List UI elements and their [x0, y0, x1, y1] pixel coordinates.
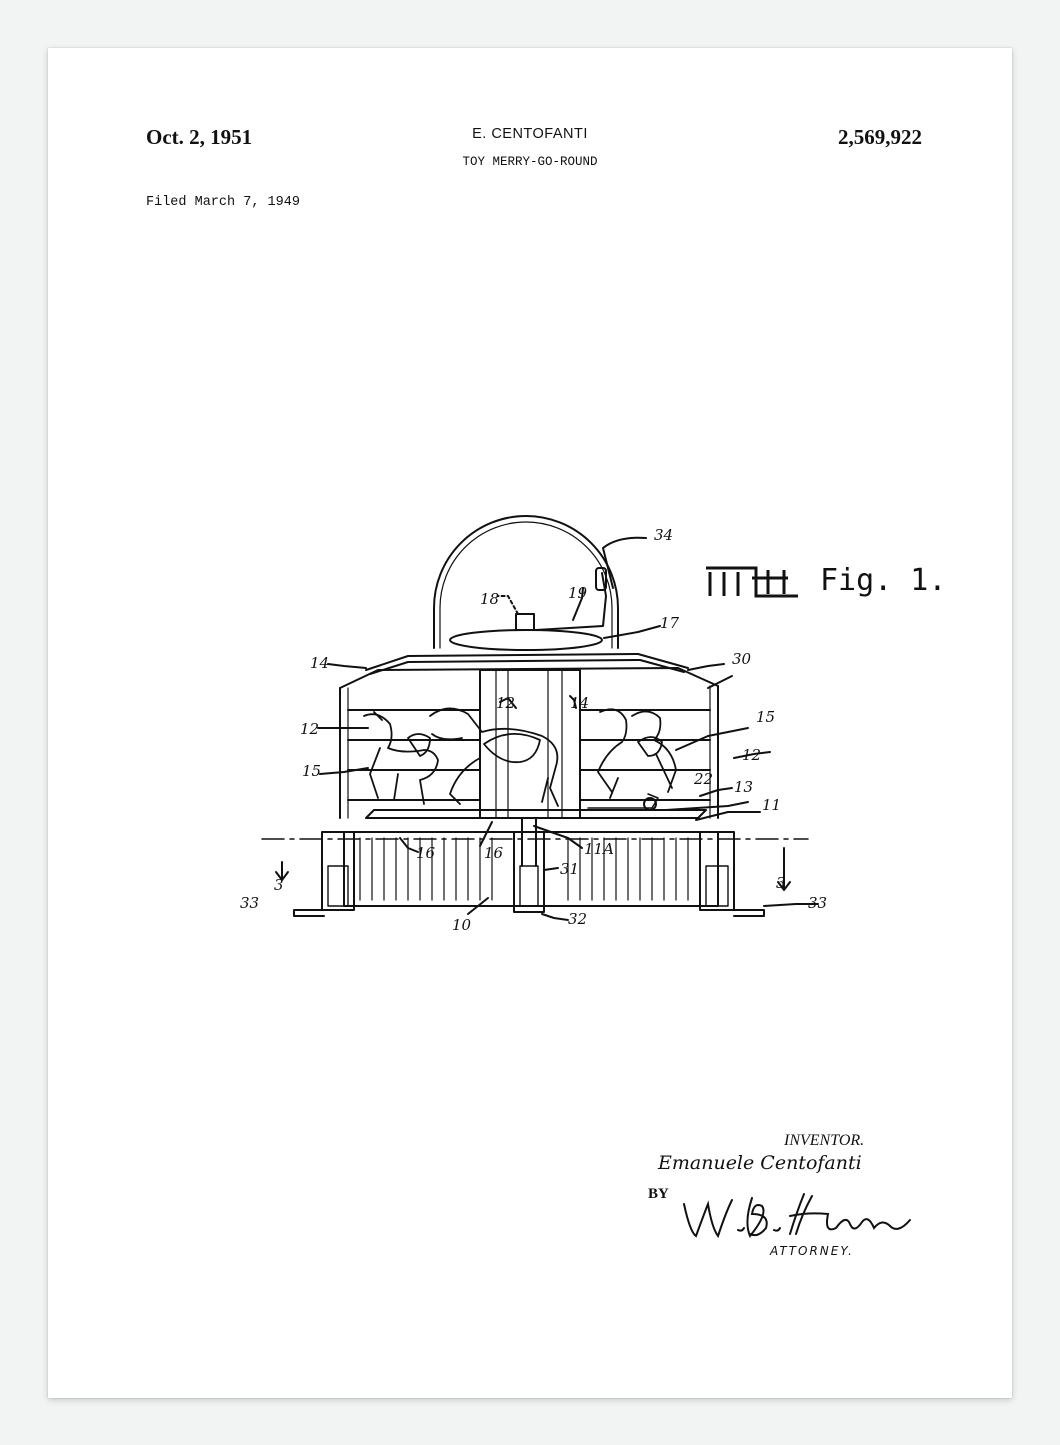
ref-11: 11 — [762, 796, 781, 814]
signature-block: INVENTOR. Emanuele Centofanti BY ATTORNE… — [638, 1128, 968, 1278]
ref-12a: 12 — [300, 720, 319, 738]
ref-31: 31 — [560, 860, 579, 878]
ref-15b: 15 — [756, 708, 775, 726]
ref-19: 19 — [568, 584, 588, 602]
fig-label: Fig. 1. — [706, 563, 946, 598]
merry-go-round-drawing: Fig. 1. 34 19 18 17 30 14 14 12 12 12 15… — [240, 515, 946, 934]
ref-22: 22 — [693, 770, 713, 788]
ref-14a: 14 — [310, 654, 329, 672]
patent-date: Oct. 2, 1951 — [146, 125, 253, 149]
patent-sheet: Oct. 2, 1951 E. CENTOFANTI TOY MERRY-GO-… — [48, 48, 1012, 1398]
ref-32: 32 — [568, 910, 587, 928]
ref-10: 10 — [452, 916, 472, 934]
attorney-signature — [683, 1193, 911, 1239]
foot-post-right — [699, 831, 735, 911]
carousel-base — [343, 831, 719, 907]
carousel-roof — [365, 653, 689, 671]
attorney-label: ATTORNEY. — [770, 1244, 854, 1258]
ref-3a: 3 — [274, 876, 284, 894]
ref-33b: 33 — [808, 894, 827, 912]
patent-title: TOY MERRY-GO-ROUND — [462, 155, 598, 169]
filed-date: Filed March 7, 1949 — [146, 195, 300, 210]
center-column — [479, 669, 581, 819]
horse-right — [597, 708, 677, 799]
horse-center — [429, 707, 559, 807]
foot-post-center — [513, 831, 545, 913]
ref-34: 34 — [654, 526, 673, 544]
crank-handle — [535, 572, 607, 631]
by-label: BY — [648, 1186, 669, 1202]
ref-16b: 16 — [484, 844, 504, 862]
horse-left — [363, 711, 439, 805]
ref-12c: 12 — [742, 746, 761, 764]
ref-18: 18 — [480, 590, 499, 608]
patent-number: 2,569,922 — [838, 125, 922, 149]
ref-15a: 15 — [302, 762, 321, 780]
ref-30: 30 — [732, 650, 752, 668]
ref-13: 13 — [734, 778, 753, 796]
ref-17: 17 — [660, 614, 680, 632]
inventor-signature: Emanuele Centofanti — [658, 1152, 862, 1174]
glass-dome — [433, 515, 619, 649]
ref-11A: 11A — [584, 840, 614, 858]
inventor-name: E. CENTOFANTI — [472, 126, 588, 142]
ref-12b: 12 — [496, 694, 515, 712]
foot-post-left — [321, 831, 355, 911]
fig-label-text: Fig. 1. — [820, 563, 946, 598]
inventor-label: INVENTOR. — [784, 1132, 865, 1149]
ref-3b: 3 — [776, 874, 786, 892]
ref-14b: 14 — [570, 694, 589, 712]
ref-16a: 16 — [416, 844, 436, 862]
ref-33a: 33 — [240, 894, 259, 912]
